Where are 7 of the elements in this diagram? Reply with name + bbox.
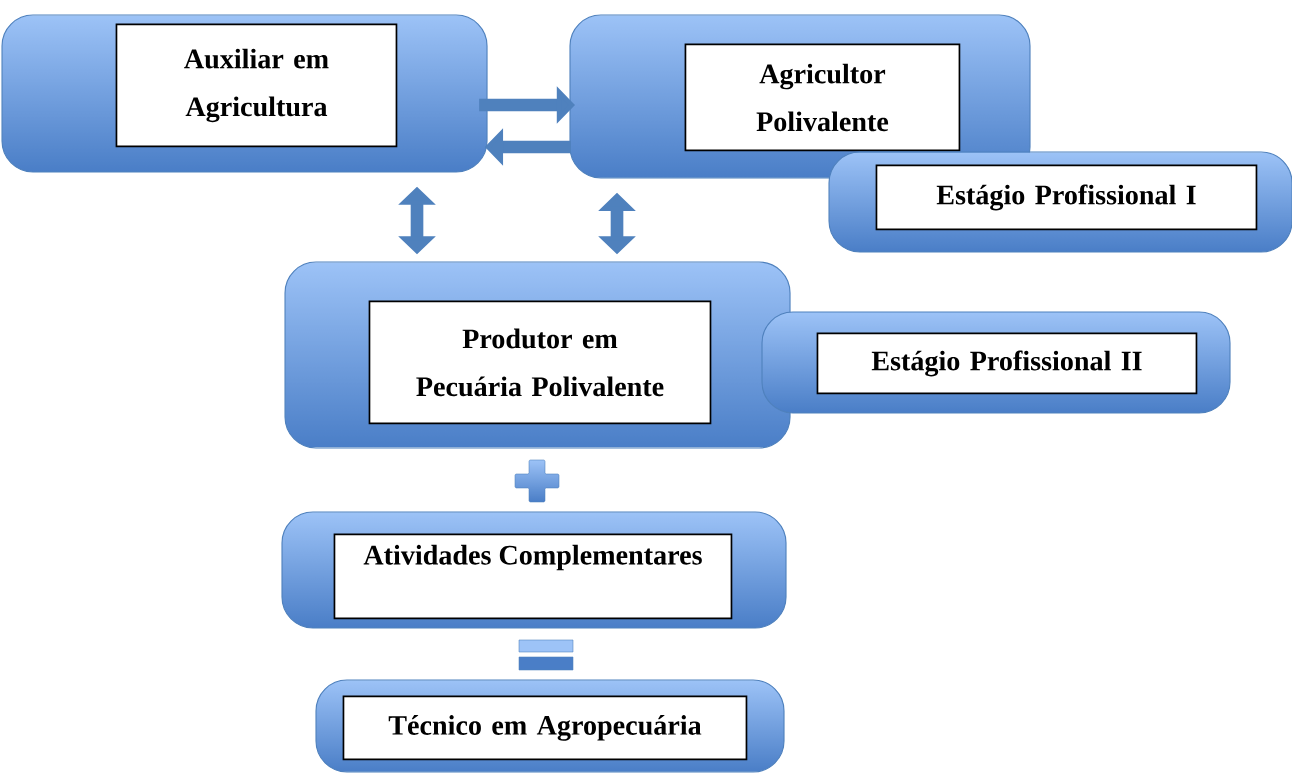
text-box: Estágio Profissional II — [816, 332, 1198, 395]
text-box: Técnico em Agropecuária — [342, 695, 748, 761]
text-box: Agricultor Polivalente — [684, 43, 961, 152]
text-box: Estágio Profissional I — [875, 164, 1258, 231]
text-box: Atividades Complementares — [333, 533, 733, 620]
text-box: Auxiliar em Agricultura — [115, 23, 398, 148]
text-box: Produtor em Pecuária Polivalente — [368, 300, 712, 425]
